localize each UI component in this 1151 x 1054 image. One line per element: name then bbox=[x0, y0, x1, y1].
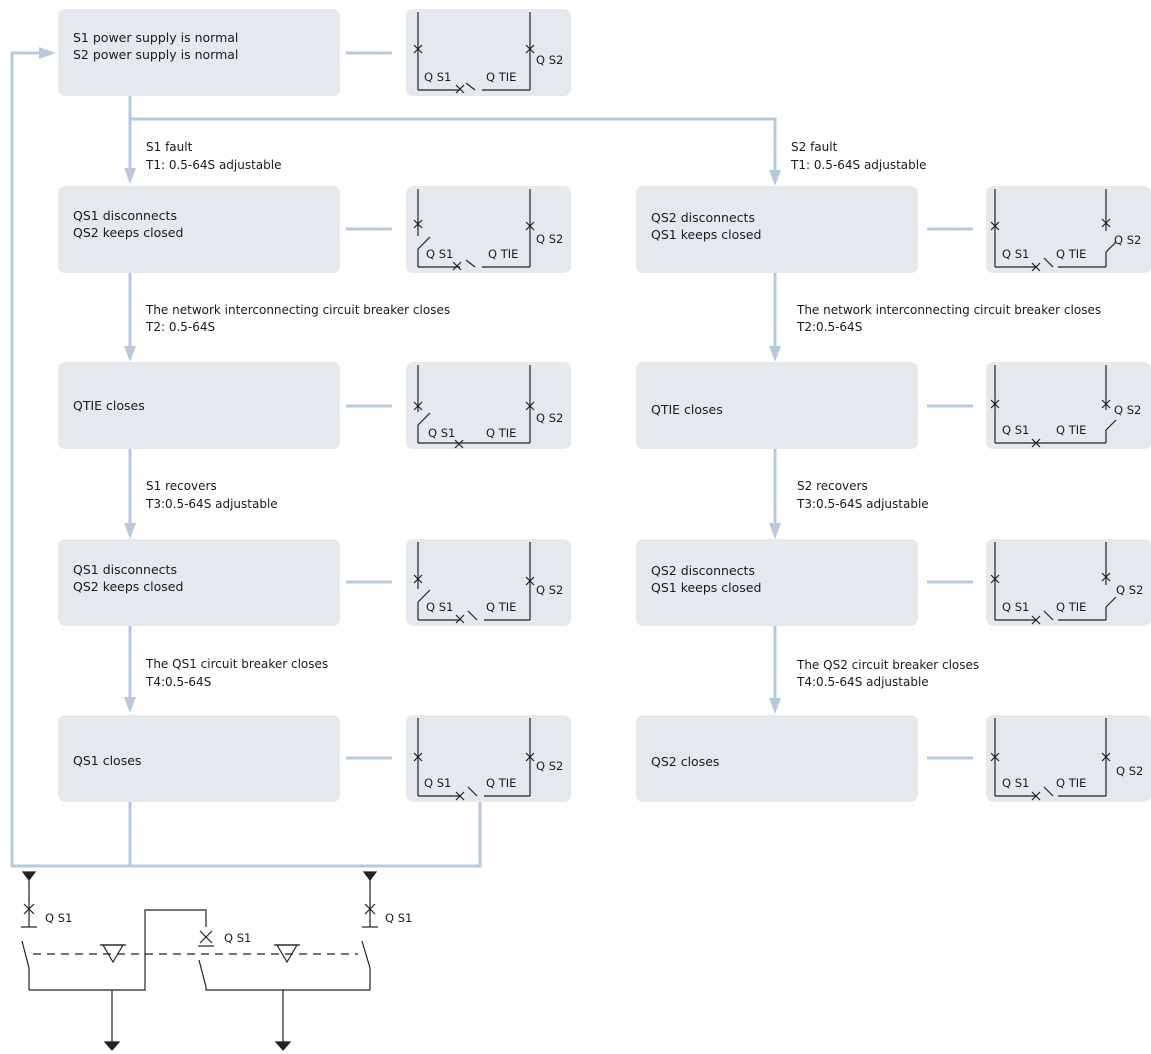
trans-l-tie-line2: T2: 0.5-64S bbox=[145, 320, 215, 334]
load-marker-1 bbox=[103, 1041, 121, 1051]
trans-r-recover-line1: S2 recovers bbox=[797, 479, 868, 493]
state-l1-line2: QS2 keeps closed bbox=[73, 225, 183, 240]
state-l3-line2: QS2 keeps closed bbox=[73, 579, 183, 594]
state-r2: QTIE closes bbox=[636, 362, 918, 449]
state-r4-line1: QS2 closes bbox=[651, 754, 719, 769]
state-r1-line2: QS1 keeps closed bbox=[651, 227, 761, 242]
state-l2: QTIE closes bbox=[58, 362, 340, 449]
r1-qs1-label: Q S1 bbox=[1002, 247, 1029, 261]
trans-l-fault-line2: T1: 0.5-64S adjustable bbox=[145, 158, 282, 172]
l2-qs2-label: Q S2 bbox=[536, 411, 563, 425]
r1-qs2-label: Q S2 bbox=[1114, 233, 1141, 247]
state-l1-line1: QS1 disconnects bbox=[73, 208, 177, 223]
l1-qs2-label: Q S2 bbox=[536, 232, 563, 246]
arrowhead-r-fault bbox=[769, 170, 781, 186]
l3-qs1-label: Q S1 bbox=[426, 600, 453, 614]
r3-qtie-label: Q TIE bbox=[1056, 600, 1086, 614]
r2-qtie-label: Q TIE bbox=[1056, 423, 1086, 437]
trans-l-close-line1: The QS1 circuit breaker closes bbox=[145, 657, 328, 671]
arrowhead-l-recover bbox=[124, 523, 136, 539]
state-r4: QS2 closes bbox=[636, 715, 918, 802]
trans-l-fault-line1: S1 fault bbox=[146, 140, 193, 154]
connectors bbox=[10, 47, 973, 868]
trans-r-tie-line1: The network interconnecting circuit brea… bbox=[796, 303, 1101, 317]
schematic-r2: Q S1 Q TIE Q S2 bbox=[986, 362, 1151, 449]
l4-qtie-label: Q TIE bbox=[486, 776, 516, 790]
interlock-schematic: Q S1 Q S1 Q S1 bbox=[21, 871, 412, 1051]
l4-qs1-label: Q S1 bbox=[424, 776, 451, 790]
trans-r-fault-line1: S2 fault bbox=[791, 140, 838, 154]
state-start-line2: S2 power supply is normal bbox=[73, 47, 238, 62]
state-r1: QS2 disconnects QS1 keeps closed bbox=[636, 186, 918, 273]
schematic-l2: Q S1 Q TIE Q S2 bbox=[406, 362, 571, 449]
schematic-start: Q S1 Q TIE Q S2 bbox=[406, 9, 571, 96]
load-marker-2 bbox=[274, 1041, 292, 1051]
trans-r-close-line1: The QS2 circuit breaker closes bbox=[796, 658, 979, 672]
r4-qs2-label: Q S2 bbox=[1116, 764, 1143, 778]
start-qs2-label: Q S2 bbox=[536, 53, 563, 67]
r4-qs1-label: Q S1 bbox=[1002, 776, 1029, 790]
trans-r-tie-line2: T2:0.5-64S bbox=[796, 320, 862, 334]
start-qs1-label: Q S1 bbox=[424, 70, 451, 84]
interlock-label-1: Q S1 bbox=[45, 911, 72, 925]
state-l4: QS1 closes bbox=[58, 715, 340, 802]
arrowhead-l-fault bbox=[124, 168, 136, 184]
arrowhead-l-tie bbox=[124, 346, 136, 362]
state-r1-line1: QS2 disconnects bbox=[651, 210, 755, 225]
trans-l-tie-line1: The network interconnecting circuit brea… bbox=[145, 303, 450, 317]
schematic-r1: Q S1 Q TIE Q S2 bbox=[986, 186, 1151, 273]
r3-qs2-label: Q S2 bbox=[1116, 583, 1143, 597]
l1-qtie-label: Q TIE bbox=[488, 247, 518, 261]
feedback-loop-line bbox=[10, 51, 132, 868]
state-l3-line1: QS1 disconnects bbox=[73, 562, 177, 577]
r2-qs1-label: Q S1 bbox=[1002, 423, 1029, 437]
l2-qs1-label: Q S1 bbox=[428, 426, 455, 440]
state-r3-line2: QS1 keeps closed bbox=[651, 580, 761, 595]
l2-qtie-label: Q TIE bbox=[486, 426, 516, 440]
arrowhead-r-close bbox=[769, 698, 781, 714]
state-start: S1 power supply is normal S2 power suppl… bbox=[58, 9, 340, 96]
r1-qtie-label: Q TIE bbox=[1056, 247, 1086, 261]
arrowhead-r-tie bbox=[769, 346, 781, 362]
schematic-r4: Q S1 Q TIE Q S2 bbox=[986, 715, 1151, 802]
state-r3-line1: QS2 disconnects bbox=[651, 563, 755, 578]
state-r2-line1: QTIE closes bbox=[651, 402, 723, 417]
state-start-line1: S1 power supply is normal bbox=[73, 30, 238, 45]
l3-qtie-label: Q TIE bbox=[486, 600, 516, 614]
interlock-label-2: Q S1 bbox=[224, 931, 251, 945]
state-r3: QS2 disconnects QS1 keeps closed bbox=[636, 539, 918, 626]
l4-qs2-label: Q S2 bbox=[536, 759, 563, 773]
state-l1: QS1 disconnects QS2 keeps closed bbox=[58, 186, 340, 273]
l3-qs2-label: Q S2 bbox=[536, 583, 563, 597]
start-qtie-label: Q TIE bbox=[486, 70, 516, 84]
split-line-right bbox=[128, 96, 777, 170]
state-l4-line1: QS1 closes bbox=[73, 753, 141, 768]
state-l2-line1: QTIE closes bbox=[73, 398, 145, 413]
schematic-l3: Q S1 Q TIE Q S2 bbox=[406, 539, 571, 626]
trans-l-recover-line1: S1 recovers bbox=[146, 479, 217, 493]
schematic-r3: Q S1 Q TIE Q S2 bbox=[986, 539, 1151, 626]
state-l3: QS1 disconnects QS2 keeps closed bbox=[58, 539, 340, 626]
feedback-arrowhead bbox=[39, 47, 56, 59]
arrowhead-l-close bbox=[124, 697, 136, 713]
trans-l-recover-line2: T3:0.5-64S adjustable bbox=[145, 497, 278, 511]
trans-l-close-line2: T4:0.5-64S bbox=[145, 675, 211, 689]
schematic-l1: Q S1 Q TIE Q S2 bbox=[406, 186, 571, 273]
trans-r-fault-line2: T1: 0.5-64S adjustable bbox=[790, 158, 927, 172]
l1-qs1-label: Q S1 bbox=[426, 247, 453, 261]
r2-qs2-label: Q S2 bbox=[1114, 403, 1141, 417]
r3-qs1-label: Q S1 bbox=[1002, 600, 1029, 614]
schematic-l4: Q S1 Q TIE Q S2 bbox=[406, 715, 571, 802]
trans-r-recover-line2: T3:0.5-64S adjustable bbox=[796, 497, 929, 511]
interlock-label-3: Q S1 bbox=[385, 911, 412, 925]
source-marker-1 bbox=[21, 871, 37, 881]
trans-r-close-line2: T4:0.5-64S adjustable bbox=[796, 675, 929, 689]
arrowhead-r-recover bbox=[769, 523, 781, 539]
source-marker-2 bbox=[362, 871, 378, 881]
feedback-from-l4-schematic bbox=[130, 802, 482, 868]
r4-qtie-label: Q TIE bbox=[1056, 776, 1086, 790]
